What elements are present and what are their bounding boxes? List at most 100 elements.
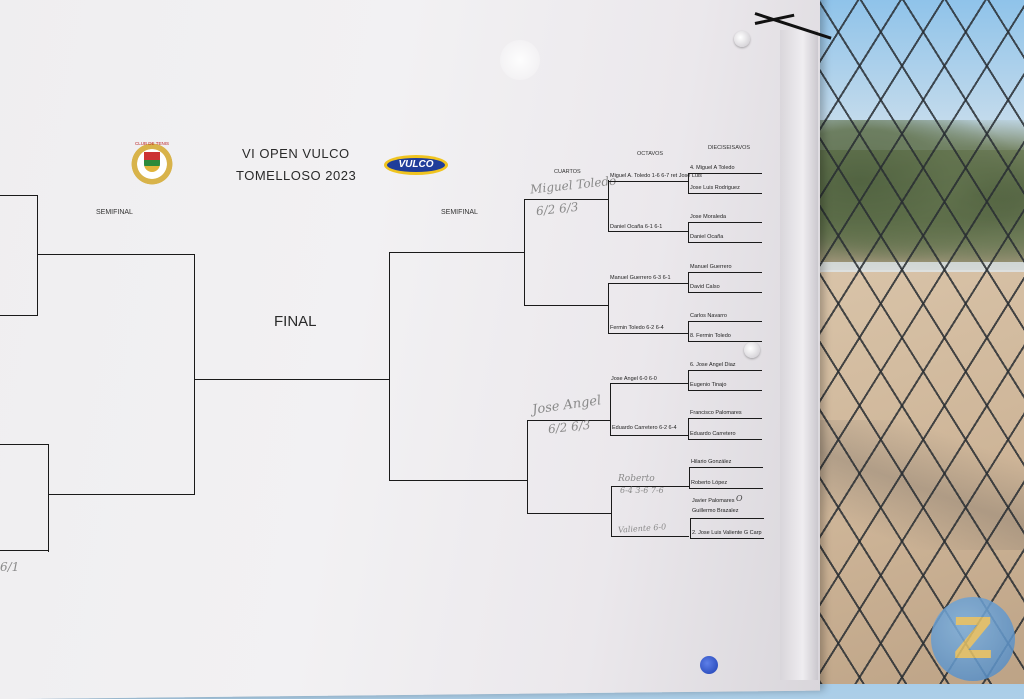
club-logo-text: CLUB DE TENIS [135,141,169,146]
bracket-line [608,283,610,333]
bracket-line [0,444,49,446]
bracket-line [611,536,689,538]
bracket-line [37,195,39,315]
octavos-result: Jose Angel 6-0 6-0 [611,376,657,382]
bracket-line [49,494,195,496]
bracket-line [608,180,610,232]
bracket-line [527,420,611,422]
title-line-2: TOMELLOSO 2023 [236,168,357,183]
bracket-line [688,370,762,372]
club-logo: CLUB DE TENIS [126,138,178,190]
dieciseisavos-player: Guillermo Brazalez [692,508,739,514]
bracket-line [689,467,763,469]
bracket-line [194,254,196,494]
octavos-result: Fermin Toledo 6-2 6-4 [610,325,664,331]
bracket-line [527,513,611,515]
watermark-letter: Z [952,607,994,672]
bracket-line [688,272,690,292]
octavos-result: Eduardo Carretero 6-2 6-4 [612,425,677,431]
dieciseisavos-player: Jose Moraleda [690,214,727,220]
bracket-line [688,439,762,441]
final-label: FINAL [274,313,317,330]
bracket-line [688,341,762,343]
bracket-line [608,333,688,335]
bracket-line [0,315,38,317]
bracket-line [690,518,764,520]
bracket-line [38,254,194,256]
bracket-line [688,418,690,439]
bracket-line [688,173,762,175]
title-line-1: VI OPEN VULCO [242,146,350,161]
dieciseisavos-player: Jose Luis Rodriguez [690,185,740,191]
poster-fold [780,30,818,680]
octavos-result: Miguel A. Toledo 1-6 6-7 ret Jose Luis [610,173,702,179]
round-label-cuartos: CUARTOS [554,169,581,175]
bracket-line [690,538,764,540]
dieciseisavos-player: Hilario González [691,459,732,465]
bracket-line [688,370,690,390]
bracket-line [389,252,391,480]
dieciseisavos-player: 2. Jose Luis Valiente G Carp [692,530,762,536]
bracket-line [688,390,762,392]
bracket-line [688,321,762,323]
bracket-line [608,283,688,285]
left-semifinal-label: SEMIFINAL [96,209,133,216]
round-label-dieciseisavos: DIECISEISAVOS [708,145,751,151]
handwritten-marker: O [736,494,743,503]
bracket-line [0,195,38,197]
bracket-line [688,292,762,294]
pushpin-bottom [700,656,718,674]
handwritten-octavos-roberto-score: 6-4 3-6 7-6 [620,486,664,495]
pushpin-top [734,31,750,47]
bracket-line [690,518,692,538]
bracket-line [527,420,529,513]
watermark-logo: Z [931,597,1015,681]
bracket-line [611,486,613,536]
bracket-line [524,199,526,305]
round-label-octavos: OCTAVOS [637,151,664,157]
bracket-line [48,444,50,552]
final-line [194,379,390,381]
octavos-result: Manuel Guerrero 6-3 6-1 [610,275,671,281]
bracket-line [688,173,690,193]
vulco-logo-text: VULCO [387,158,445,172]
dieciseisavos-player: Eugenio Tinajo [690,382,727,388]
bracket-line [524,199,609,201]
dieciseisavos-player: 6. Jose Angel Diaz [690,362,736,368]
bracket-line [611,486,689,488]
light-glare [500,40,540,80]
dieciseisavos-player: 4. Miguel A Toledo [690,165,735,171]
tournament-bracket-poster [0,0,820,699]
dieciseisavos-player: Carlos Navarro [690,313,727,319]
chain-link-fence [780,0,1024,684]
bracket-line [610,383,612,435]
handwritten-octavos-roberto: Roberto [618,474,655,484]
dieciseisavos-player: Javier Palomares [692,498,735,504]
bracket-line [389,480,527,482]
dieciseisavos-player: Eduardo Carretero [690,431,736,437]
dieciseisavos-player: David Calso [690,284,720,290]
dieciseisavos-player: 8. Fermin Toledo [690,333,731,339]
dieciseisavos-player: Francisco Palomares [690,410,742,416]
right-semifinal-label: SEMIFINAL [441,209,478,216]
bracket-line [608,231,688,233]
bracket-line [524,305,609,307]
bracket-line [610,435,688,437]
bracket-line [688,418,762,420]
handwritten-left-score: 6/1 [0,560,20,574]
dieciseisavos-player: Daniel Ocaña [690,234,724,240]
dieciseisavos-player: Roberto López [691,480,728,486]
bracket-line [610,383,688,385]
bracket-line [389,252,524,254]
pushpin-middle [744,342,760,358]
bracket-line [689,488,763,490]
bracket-line [688,222,762,224]
octavos-result: Daniel Ocaña 6-1 6-1 [610,224,663,230]
bracket-line [688,193,762,195]
bracket-line [688,222,690,242]
bracket-line [689,467,691,488]
bracket-line [688,272,762,274]
bracket-line [0,550,49,552]
vulco-logo: VULCO [384,155,448,175]
